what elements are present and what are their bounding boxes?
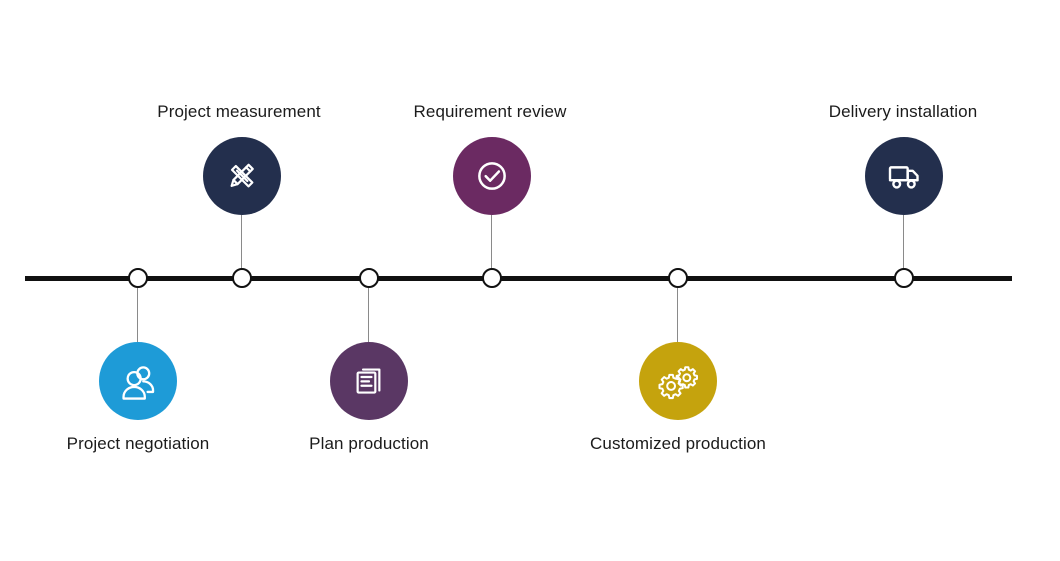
timeline-node-2[interactable]: [232, 268, 252, 288]
users-group-icon: [115, 358, 161, 404]
caption-step-5: Customized production: [590, 434, 766, 453]
icon-bubble-requirement-review[interactable]: [453, 137, 531, 215]
delivery-truck-icon: [881, 153, 927, 199]
connector-step-6: [903, 215, 904, 269]
connector-step-5: [677, 288, 678, 342]
connector-step-1: [137, 288, 138, 342]
connector-step-4: [491, 215, 492, 269]
check-circle-icon: [469, 153, 515, 199]
pencil-ruler-icon: [219, 153, 265, 199]
documents-icon: [347, 359, 391, 403]
timeline-node-1[interactable]: [128, 268, 148, 288]
icon-bubble-customized-production[interactable]: [639, 342, 717, 420]
timeline-axis: [25, 276, 1012, 281]
caption-step-2: Project measurement: [157, 102, 321, 121]
timeline-node-6[interactable]: [894, 268, 914, 288]
icon-bubble-delivery-installation[interactable]: [865, 137, 943, 215]
connector-step-3: [368, 288, 369, 342]
timeline-node-4[interactable]: [482, 268, 502, 288]
timeline-node-5[interactable]: [668, 268, 688, 288]
gears-icon: [655, 358, 701, 404]
connector-step-2: [241, 215, 242, 269]
caption-step-6: Delivery installation: [828, 102, 978, 121]
caption-step-3: Plan production: [309, 434, 429, 453]
icon-bubble-plan-production[interactable]: [330, 342, 408, 420]
caption-step-1: Project negotiation: [66, 434, 210, 453]
icon-bubble-project-measurement[interactable]: [203, 137, 281, 215]
icon-bubble-project-negotiation[interactable]: [99, 342, 177, 420]
caption-step-4: Requirement review: [413, 102, 567, 121]
timeline-node-3[interactable]: [359, 268, 379, 288]
